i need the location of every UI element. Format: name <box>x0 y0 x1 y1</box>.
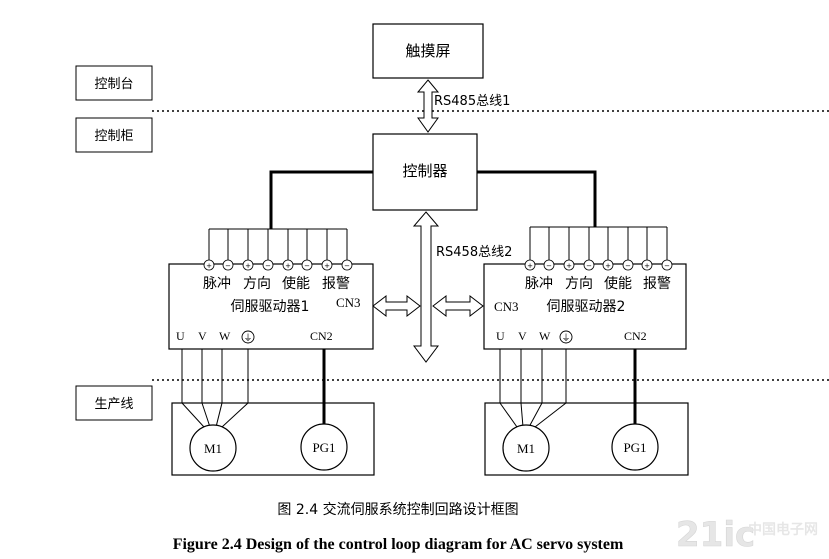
touchscreen-label: 触摸屏 <box>405 42 450 60</box>
bus2-to-drive2-arrow <box>432 294 484 318</box>
drive1-u-label: U <box>176 329 185 343</box>
terminal-sign: + <box>285 262 291 270</box>
drive2-u-label: U <box>496 329 505 343</box>
terminal-sign: − <box>304 262 310 270</box>
terminal-sign: − <box>265 262 271 270</box>
drive2-ground-icon <box>559 330 573 344</box>
drive1-terminals: + − + − + − + − <box>203 259 353 271</box>
drive1-w-label: W <box>219 329 231 343</box>
drive1-v-label: V <box>198 329 207 343</box>
motor-housing-1: M1 PG1 <box>171 349 375 476</box>
drive1-title: 伺服驱动器1 <box>231 299 310 315</box>
drive2-terminals: + − + − + − + − <box>524 259 673 271</box>
motor2-m1-label: M1 <box>517 441 535 456</box>
drive1-signal-enable: 使能 <box>282 275 310 292</box>
terminal-sign: − <box>344 262 350 270</box>
drive2-ground-symbol: ⏚ <box>561 333 570 344</box>
zone-label-cabinet-text: 控制柜 <box>94 129 133 144</box>
terminal-sign: − <box>664 262 670 270</box>
servo-drive-2: + − + − + − + − 脉冲 方向 使能 报警 CN3 伺服驱动器2 U… <box>483 226 687 350</box>
terminal-sign: − <box>546 262 552 270</box>
drive2-w-label: W <box>539 329 551 343</box>
caption-english: Figure 2.4 Design of the control loop di… <box>173 536 624 553</box>
drive1-signal-pulse: 脉冲 <box>203 276 231 292</box>
drive1-ground-icon <box>241 330 255 344</box>
drive2-signal-alarm: 报警 <box>643 276 671 292</box>
drive2-cn2-label: CN2 <box>624 329 647 343</box>
motor2-pg1-circle <box>611 423 659 471</box>
drive2-title: 伺服驱动器2 <box>547 299 626 315</box>
terminal-sign: + <box>324 262 330 270</box>
motor1-pg1-circle <box>300 423 348 471</box>
caption-chinese: 图 2.4 交流伺服系统控制回路设计框图 <box>277 501 518 518</box>
controller-box: 控制器 <box>372 133 478 211</box>
drive2-signal-enable: 使能 <box>604 275 632 292</box>
bus1-label: RS485总线1 <box>434 94 510 109</box>
controller-label: 控制器 <box>402 162 447 180</box>
touchscreen-box: 触摸屏 <box>372 23 484 79</box>
motor2-m1-circle <box>502 424 550 472</box>
drive1-ground-symbol: ⏚ <box>243 333 252 344</box>
terminal-sign: + <box>206 262 212 270</box>
zone-label-line: 生产线 <box>75 385 153 421</box>
motor-housing-2: M1 PG1 <box>484 349 689 476</box>
drive2-signal-direction: 方向 <box>565 276 593 292</box>
drive2-v-label: V <box>518 329 527 343</box>
bus1-arrow <box>416 79 440 133</box>
terminal-sign: + <box>644 262 650 270</box>
drive2-signal-pulse: 脉冲 <box>525 276 553 292</box>
motor2-pg1-label: PG1 <box>623 440 646 455</box>
terminal-sign: − <box>625 262 631 270</box>
bus2-label: RS458总线2 <box>436 245 512 260</box>
drive1-signal-alarm: 报警 <box>322 276 350 292</box>
watermark-text-cn: 中国电子网 <box>748 521 818 538</box>
bus2-to-drive1-arrow <box>372 294 421 318</box>
zone-label-line-text: 生产线 <box>94 397 133 412</box>
drive1-signal-direction: 方向 <box>243 276 271 292</box>
zone-label-console: 控制台 <box>75 65 153 101</box>
zone-label-console-text: 控制台 <box>94 77 133 92</box>
controller-to-drive2-wire <box>477 170 597 227</box>
terminal-sign: + <box>605 262 611 270</box>
bus2-arrow <box>412 211 440 363</box>
motor1-m1-label: M1 <box>204 441 222 456</box>
drive1-cn2-label: CN2 <box>310 329 333 343</box>
controller-to-drive1-wire <box>269 170 373 229</box>
terminal-sign: − <box>225 262 231 270</box>
motor1-pg1-label: PG1 <box>312 440 335 455</box>
watermark-logo: 21ic 中国电子网 <box>676 515 818 556</box>
terminal-sign: − <box>586 262 592 270</box>
terminal-sign: + <box>527 262 533 270</box>
terminal-sign: + <box>566 262 572 270</box>
drive2-cn3-label: CN3 <box>494 299 519 314</box>
zone-label-cabinet: 控制柜 <box>75 117 153 153</box>
servo-drive-1: + − + − + − + − 脉冲 方向 使能 报警 伺服驱动器1 CN3 U… <box>168 228 374 350</box>
watermark-text-21ic: 21ic <box>676 515 755 555</box>
motor1-m1-circle <box>189 424 237 472</box>
terminal-sign: + <box>245 262 251 270</box>
drive1-cn3-label: CN3 <box>336 295 361 310</box>
